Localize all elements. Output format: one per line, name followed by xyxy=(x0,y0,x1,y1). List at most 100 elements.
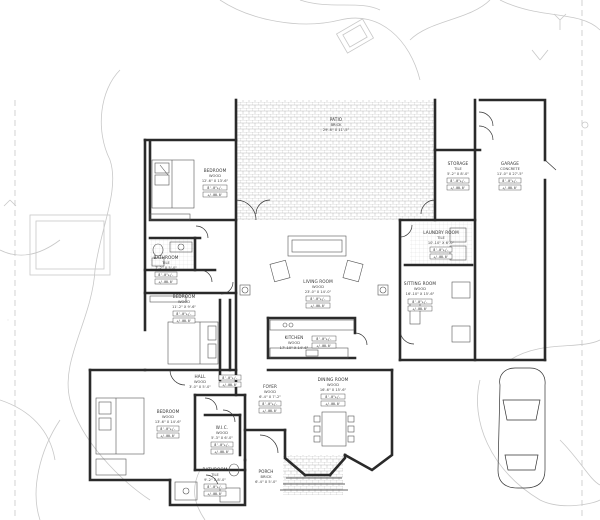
room-name: BATHROOM xyxy=(202,467,227,472)
room-finish: WOOD xyxy=(414,287,426,291)
room-level-tag: +/-00.0' xyxy=(207,492,222,496)
room-height-tag: 8'-0"+/- xyxy=(222,376,237,380)
site-structure-outline xyxy=(29,214,111,276)
room-level-tag: +/-00.0' xyxy=(502,186,517,190)
bathroom-tile-area xyxy=(150,238,194,270)
room-dims: 9'-2" X 8'-0" xyxy=(204,478,226,482)
room-label-kitchen: KITCHEN WOOD 17'-10" X 14'-6" 8'-0"+/- +… xyxy=(280,335,337,350)
room-label-wic: W.I.C. WOOD 5'-3" X 6'-0" 8'-0"+/- +/-00… xyxy=(210,425,233,455)
room-finish: WOOD xyxy=(312,285,324,289)
room-dims: 17'-10" X 14'-6" xyxy=(280,346,309,350)
room-label-bedroom-2: BEDROOM WOOD 11'-2" X 9'-6" 8'-0"+/- +/-… xyxy=(172,294,196,324)
bed-lower xyxy=(95,397,145,455)
bed-upper xyxy=(151,159,195,209)
room-name: STORAGE xyxy=(448,161,469,166)
room-dims: 16'-6" X 15'-6" xyxy=(320,388,347,392)
room-level-tag: +/-00.0' xyxy=(222,383,237,387)
room-level-tag: +/-00.0' xyxy=(207,193,222,197)
room-dims: 11'-2" X 9'-6" xyxy=(172,305,196,309)
room-label-patio: PATIO BRICK 29'-6" X 11'-5" xyxy=(323,117,350,132)
room-finish: WOOD xyxy=(194,380,206,384)
room-height-tag: 8'-0"+/- xyxy=(214,443,229,447)
room-height-tag: 8'-0"+/- xyxy=(316,337,331,341)
room-dims: 10'-10" X 6'-0" xyxy=(428,241,455,245)
room-finish: CONCRETE xyxy=(500,167,520,171)
room-dims: 5'-2" X 8'-0" xyxy=(447,172,469,176)
room-labels: PATIO BRICK 29'-6" X 11'-5" BEDROOM WOOD… xyxy=(153,117,524,497)
room-label-storage: STORAGE TILE 5'-2" X 8'-0" 8'-0"+/- +/-0… xyxy=(446,161,469,191)
room-finish: TILE xyxy=(210,473,219,477)
room-level-tag: +/-00.0' xyxy=(176,319,191,323)
room-name: BEDROOM xyxy=(204,168,227,173)
room-level-tag: +/-00.0' xyxy=(160,434,175,438)
room-level-tag: +/-00.0' xyxy=(214,450,229,454)
room-finish: WOOD xyxy=(327,383,339,387)
room-finish: BRICK xyxy=(261,475,273,479)
room-height-tag: 8'-0"+/- xyxy=(207,485,222,489)
room-name: BEDROOM xyxy=(157,409,180,414)
room-name: W.I.C. xyxy=(216,425,228,430)
room-height-tag: 8'-0"+/- xyxy=(325,395,340,399)
sitting-chairs xyxy=(409,281,471,343)
room-label-bedroom-3: BEDROOM WOOD 13'-6" X 14'-6" 8'-0"+/- +/… xyxy=(155,409,182,439)
room-level-tag: +/-00.0' xyxy=(325,402,340,406)
dining-table xyxy=(313,411,355,447)
room-name: HALL xyxy=(194,374,206,379)
room-name: PATIO xyxy=(330,117,343,122)
room-height-tag: 8'-0"+/- xyxy=(176,312,191,316)
room-name: PORCH xyxy=(258,469,273,474)
room-name: LAUNDRY ROOM xyxy=(423,230,459,235)
room-level-tag: +/-00.0' xyxy=(433,255,448,259)
room-level-tag: +/-00.0' xyxy=(412,307,427,311)
room-dims: 6'-4" X 7'-2" xyxy=(259,395,281,399)
room-dims: 3'-0" X 5'-0" xyxy=(189,385,211,389)
room-dims: 13'-6" X 14'-6" xyxy=(155,420,182,424)
car-outline xyxy=(497,367,546,489)
bed-middle xyxy=(167,321,219,365)
room-finish: WOOD xyxy=(209,174,221,178)
room-name: BEDROOM xyxy=(173,294,196,299)
room-dims: 16'-10" X 15'-6" xyxy=(406,292,435,296)
room-height-tag: 8'-0"+/- xyxy=(412,300,427,304)
room-dims: 23'-0" X 14'-0" xyxy=(305,290,332,294)
laundry-fixtures xyxy=(449,227,467,261)
room-label-porch: PORCH BRICK 6'-4" X 5'-0" xyxy=(255,469,277,484)
room-level-tag: +/-00.0' xyxy=(158,280,173,284)
room-dims: 5'-3" X 6'-0" xyxy=(211,436,233,440)
room-height-tag: 8'-0"+/- xyxy=(502,179,517,183)
room-height-tag: 8'-0"+/- xyxy=(207,186,222,190)
room-finish: WOOD xyxy=(216,431,228,435)
room-name: DINING ROOM xyxy=(318,377,349,382)
room-level-tag: +/-00.0' xyxy=(450,186,465,190)
room-dims: 7'-2" X 5'-0" xyxy=(155,266,177,270)
room-dims: 6'-4" X 5'-0" xyxy=(255,480,277,484)
room-label-sitting: SITTING ROOM WOOD 16'-10" X 15'-6" 8'-0"… xyxy=(404,281,436,312)
room-label-bathroom-2: BATHROOM TILE 9'-2" X 8'-0" 8'-0"+/- +/-… xyxy=(202,467,228,497)
room-label-bedroom-1: BEDROOM WOOD 12'-6" X 13'-6" 8'-0"+/- +/… xyxy=(202,168,229,198)
site-boundary-curve xyxy=(67,69,151,501)
room-label-dining: DINING ROOM WOOD 16'-6" X 15'-6" 8'-0"+/… xyxy=(318,377,349,407)
room-name: BATHROOM xyxy=(153,255,178,260)
porch-steps xyxy=(280,477,348,491)
room-finish: TILE xyxy=(436,236,445,240)
door-swings xyxy=(169,111,557,488)
room-name: LIVING ROOM xyxy=(303,279,333,284)
room-level-tag: +/-00.0' xyxy=(310,304,325,308)
room-label-hall: HALL WOOD 3'-0" X 5'-0" 8'-0"+/- +/-00.0… xyxy=(189,374,242,389)
room-finish: WOOD xyxy=(288,341,300,345)
room-finish: WOOD xyxy=(162,415,174,419)
room-height-tag: 8'-0"+/- xyxy=(158,273,173,277)
room-height-tag: 8'-0"+/- xyxy=(433,248,448,252)
furniture xyxy=(95,159,471,503)
room-height-tag: 8'-0"+/- xyxy=(450,179,465,183)
room-name: KITCHEN xyxy=(285,335,304,340)
room-label-living: LIVING ROOM WOOD 23'-0" X 14'-0" 8'-0"+/… xyxy=(303,279,333,309)
bath-fixtures-upper xyxy=(151,241,193,267)
room-finish: BRICK xyxy=(331,123,343,127)
room-name: SITTING ROOM xyxy=(404,281,436,286)
room-dims: 11'-0" X 27'-5" xyxy=(497,172,524,176)
room-height-tag: 8'-0"+/- xyxy=(262,402,277,406)
room-label-garage: GARAGE CONCRETE 11'-0" X 27'-5" 8'-0"+/-… xyxy=(497,161,524,191)
